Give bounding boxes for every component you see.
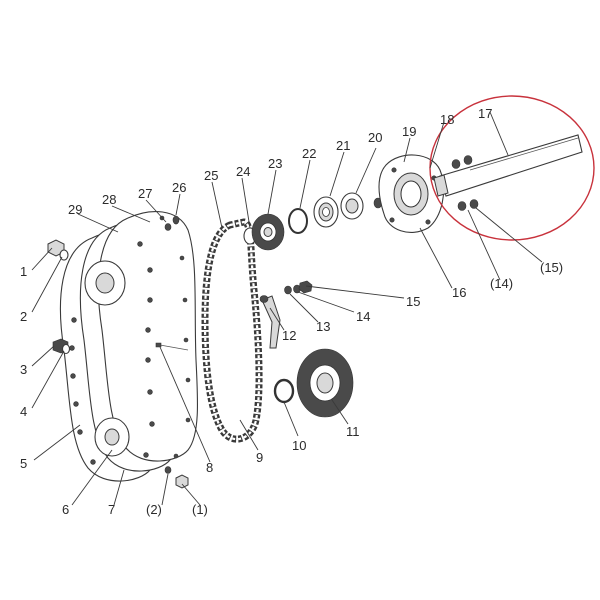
drive-shaft-17	[433, 134, 583, 197]
label-18: 18	[440, 112, 454, 127]
label-12: 12	[282, 328, 296, 343]
label-19: 19	[402, 124, 416, 139]
shaft-nuts	[451, 155, 479, 211]
label-24: 24	[236, 164, 250, 179]
label-6: 6	[62, 502, 69, 517]
label-9: 9	[256, 450, 263, 465]
label-10: 10	[292, 438, 306, 453]
label-22: 22	[302, 146, 316, 161]
label-17: 17	[478, 106, 492, 121]
label-16: 16	[452, 285, 466, 300]
washer-part-p2	[164, 466, 172, 474]
seal-20	[340, 192, 364, 220]
bearing-housing-16	[378, 154, 445, 233]
bolt-part-p1	[175, 474, 189, 489]
label-15: 15	[406, 294, 420, 309]
label-7: 7	[108, 502, 115, 517]
label-29: 29	[68, 202, 82, 217]
label-3: 3	[20, 362, 27, 377]
large-sprocket-11	[296, 348, 354, 418]
label-1: 1	[20, 264, 27, 279]
bearing-21	[313, 196, 339, 228]
circlip-22	[288, 208, 308, 234]
bolt-parts-26-27	[164, 215, 180, 231]
pin-part-8	[155, 342, 189, 351]
label-5: 5	[20, 456, 27, 471]
circlip-10	[273, 378, 295, 404]
tensioner-arm-12	[259, 295, 281, 349]
tensioner-bolts-13-15	[284, 280, 313, 295]
label-26: 26	[172, 180, 186, 195]
part-labels: 1 2 3 4 5 6 7 8 9 10 11 12 13 14 15 16 1…	[20, 106, 563, 517]
label-20: 20	[368, 130, 382, 145]
roller-chain	[201, 218, 263, 443]
chain-case-cover	[59, 211, 199, 482]
leader-lines	[31, 111, 543, 506]
label-2: 2	[20, 309, 27, 324]
label-21: 21	[336, 138, 350, 153]
label-p2: (2)	[146, 502, 162, 517]
label-25: 25	[204, 168, 218, 183]
label-27: 27	[138, 186, 152, 201]
label-14: 14	[356, 309, 370, 324]
label-11: 11	[346, 424, 360, 439]
label-4: 4	[20, 404, 27, 419]
label-p1: (1)	[192, 502, 208, 517]
label-p15: (15)	[540, 260, 563, 275]
small-sprocket-23	[251, 213, 285, 251]
label-8: 8	[206, 460, 213, 475]
label-28: 28	[102, 192, 116, 207]
label-13: 13	[316, 319, 330, 334]
label-23: 23	[268, 156, 282, 171]
label-p14: (14)	[490, 276, 513, 291]
